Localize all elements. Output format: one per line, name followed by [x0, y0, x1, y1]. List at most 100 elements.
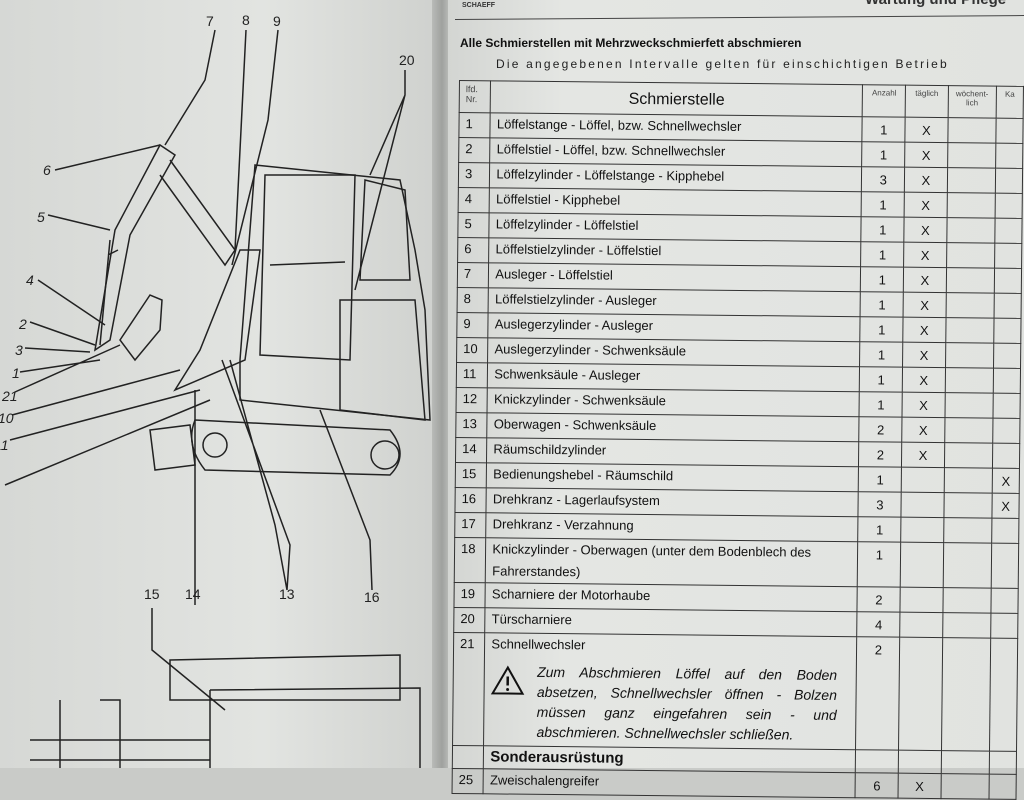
row-number: 1 [458, 112, 491, 138]
row-number: 12 [456, 387, 488, 413]
row-count: 1 [859, 341, 904, 368]
lubrication-table: lfd. Nr. Schmierstelle Anzahl täglich wö… [452, 80, 1024, 800]
row-daily [900, 587, 943, 613]
row-point: Auslegerzylinder - Ausleger [488, 312, 861, 342]
callout-10: 10 [0, 410, 14, 426]
row-extra [995, 193, 1023, 219]
row-weekly [944, 367, 994, 394]
row-number: 16 [454, 487, 487, 513]
brand-logo: SCHAEFF [462, 2, 496, 9]
row-number: 3 [458, 162, 490, 188]
row-daily [901, 467, 944, 493]
row-number: 17 [454, 512, 487, 538]
row-point: Drehkranz - Verzahnung [486, 512, 859, 542]
callout-4: 4 [26, 272, 34, 288]
row-extra [993, 318, 1022, 344]
row-point: Knickzylinder - Oberwagen (unter dem Bod… [485, 537, 859, 587]
row-count: 1 [861, 216, 905, 243]
row-count: 2 [855, 636, 901, 751]
row-number: 21 [452, 632, 486, 746]
row-weekly [945, 342, 994, 369]
callout-15: 15 [144, 586, 160, 602]
row-point: Löffelzylinder - Löffelstange - Kipphebe… [489, 162, 862, 192]
row-count: 3 [858, 491, 902, 518]
row-extra [993, 368, 1021, 394]
row-point: Bedienungshebel - Räumschild [486, 462, 859, 492]
row-point: Auslegerzylinder - Schwenksäule [487, 337, 861, 367]
row-weekly [946, 192, 996, 219]
row-number: 19 [453, 582, 486, 608]
row-extra: X [992, 468, 1020, 494]
row-daily: X [904, 167, 948, 193]
row-extra: X [991, 493, 1020, 519]
row-weekly [947, 117, 997, 144]
row-daily: X [901, 442, 945, 468]
row-extra [994, 218, 1023, 244]
row-daily: X [898, 773, 941, 799]
note-text: Zum Abschmieren Löffel auf den Boden abs… [536, 663, 838, 743]
header-count: Anzahl [862, 84, 906, 118]
header-weekly: wöchent-lich [947, 85, 997, 119]
row-number: 6 [457, 237, 490, 263]
row-number: 8 [457, 287, 489, 313]
row-number: 20 [453, 607, 486, 633]
row-point: Löffelstiel - Löffel, bzw. Schnellwechsl… [489, 137, 863, 167]
row-count: 1 [858, 516, 902, 543]
row-daily: X [902, 367, 946, 393]
row-count: 1 [860, 316, 904, 343]
row-weekly [946, 217, 996, 244]
row-daily: X [902, 392, 945, 418]
row-weekly [942, 587, 992, 614]
row-daily: X [904, 217, 947, 243]
row-weekly [943, 467, 993, 494]
row-extra [994, 293, 1022, 319]
row-count: 3 [861, 166, 905, 193]
row-weekly [944, 417, 994, 444]
row-number: 4 [458, 187, 490, 213]
callout-5: 5 [37, 209, 45, 225]
row-weekly [943, 517, 992, 544]
chapter-title: Wartung und Pflege [865, 0, 1006, 8]
row-count [855, 749, 899, 774]
row-extra [990, 613, 1018, 639]
row-count: 1 [857, 541, 902, 588]
row-weekly [942, 612, 991, 639]
row-count: 2 [859, 416, 903, 443]
row-daily [898, 750, 942, 774]
row-point: Oberwagen - Schwenksäule [487, 412, 860, 442]
row-daily [901, 492, 944, 518]
row-daily: X [903, 267, 947, 293]
row-weekly [946, 242, 995, 269]
row-daily: X [903, 292, 946, 318]
callout-21: 21 [2, 388, 18, 404]
page-heading: Alle Schmierstellen mit Mehrzweckschmier… [460, 36, 802, 50]
row-point: Löffelstange - Löffel, bzw. Schnellwechs… [490, 112, 863, 142]
row-point: Scharniere der Motorhaube [485, 582, 858, 612]
row-count: 1 [859, 391, 903, 418]
row-point: Knickzylinder - Schwenksäule [487, 387, 860, 417]
row-extra [994, 243, 1022, 269]
row-extra [989, 774, 1017, 800]
row-count: 1 [861, 191, 905, 218]
row-count: 1 [862, 116, 906, 143]
header-extra: Ka [996, 86, 1024, 119]
row-number: 13 [455, 412, 488, 438]
row-point: Zweischalengreifer [483, 768, 856, 798]
row-number: 2 [458, 137, 491, 163]
row-point-text: Schnellwechsler [491, 636, 586, 653]
row-extra [989, 751, 1017, 775]
row-count: 1 [860, 291, 904, 318]
callout-3: 3 [15, 342, 23, 358]
row-point: Drehkranz - Lagerlaufsystem [486, 487, 859, 517]
row-count: 1 [860, 266, 904, 293]
row-extra [993, 393, 1021, 419]
row-weekly [947, 142, 996, 169]
row-daily: X [904, 192, 947, 218]
row-extra [991, 543, 1019, 589]
row-daily: X [904, 142, 948, 168]
header-daily: täglich [905, 85, 948, 118]
row-daily [901, 517, 944, 543]
row-weekly [940, 773, 990, 800]
